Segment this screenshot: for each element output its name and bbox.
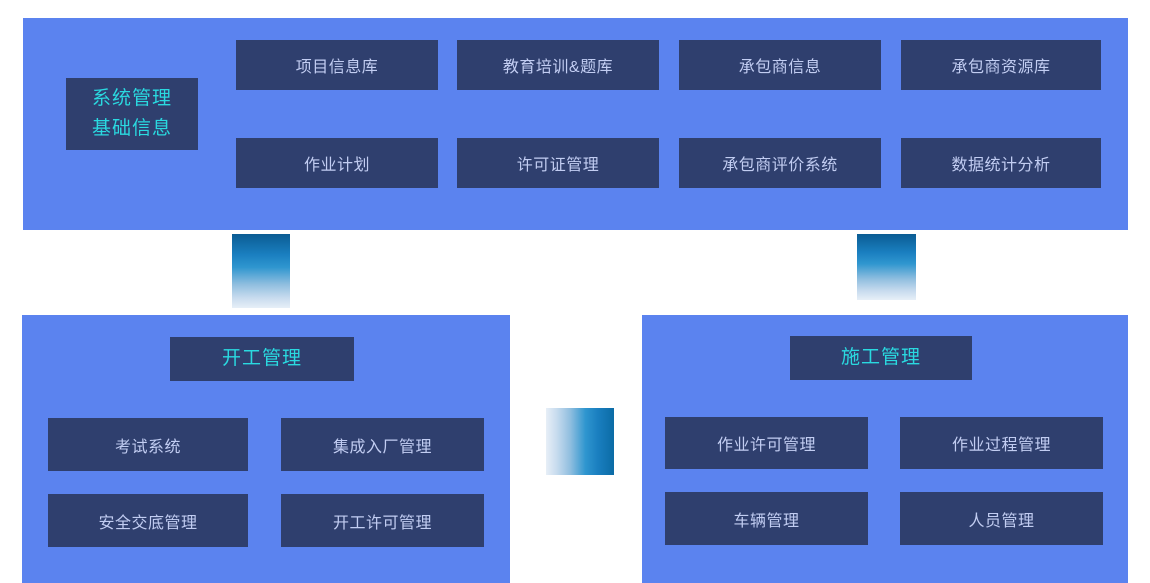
group-title-startup-management[interactable]: 开工管理	[170, 337, 354, 381]
card-data-statistics-analysis[interactable]: 数据统计分析	[901, 138, 1101, 188]
left-vertical-connector-icon	[232, 234, 290, 308]
card-work-permit-management[interactable]: 作业许可管理	[665, 417, 868, 469]
card-contractor-info[interactable]: 承包商信息	[679, 40, 881, 90]
card-personnel-management[interactable]: 人员管理	[900, 492, 1103, 545]
right-vertical-connector-icon	[857, 234, 916, 300]
card-safety-briefing-management[interactable]: 安全交底管理	[48, 494, 248, 547]
group-title-system-management[interactable]: 系统管理 基础信息	[66, 78, 198, 150]
card-contractor-evaluation-system[interactable]: 承包商评价系统	[679, 138, 881, 188]
card-permit-management[interactable]: 许可证管理	[457, 138, 659, 188]
group-title-line-2: 基础信息	[91, 118, 172, 139]
card-work-plan[interactable]: 作业计划	[236, 138, 438, 188]
card-education-training-question-bank[interactable]: 教育培训&题库	[457, 40, 659, 90]
group-title-construction-management[interactable]: 施工管理	[790, 336, 972, 380]
card-startup-permit-management[interactable]: 开工许可管理	[281, 494, 484, 547]
card-contractor-resource-library[interactable]: 承包商资源库	[901, 40, 1101, 90]
middle-horizontal-connector-icon	[546, 408, 614, 475]
card-integrated-plant-entry-management[interactable]: 集成入厂管理	[281, 418, 484, 471]
group-title-line-1: 系统管理	[91, 88, 172, 109]
card-vehicle-management[interactable]: 车辆管理	[665, 492, 868, 545]
card-exam-system[interactable]: 考试系统	[48, 418, 248, 471]
card-work-process-management[interactable]: 作业过程管理	[900, 417, 1103, 469]
card-project-info-library[interactable]: 项目信息库	[236, 40, 438, 90]
